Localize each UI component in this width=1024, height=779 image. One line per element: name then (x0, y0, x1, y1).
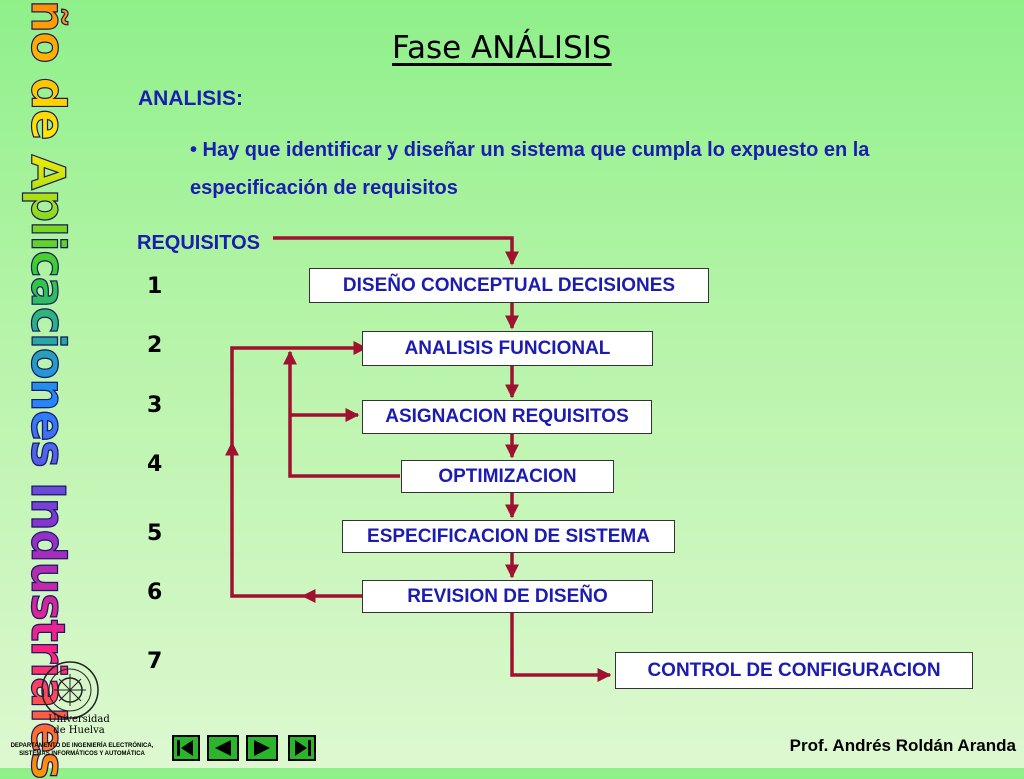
analisis-bullet: • Hay que identificar y diseñar un siste… (190, 139, 870, 199)
step-box-especificacion-sistema: ESPECIFICACION DE SISTEMA (342, 520, 675, 553)
step-number: 6 (147, 580, 163, 605)
arrow-6-to-7 (510, 613, 612, 682)
step-box-control-configuracion: CONTROL DE CONFIGURACION (615, 652, 973, 689)
next-slide-button[interactable] (246, 735, 278, 761)
step-number: 3 (147, 393, 163, 418)
last-slide-icon (295, 740, 311, 756)
first-slide-icon (177, 740, 193, 756)
step-box-revision-diseno: REVISION DE DISEÑO (362, 580, 653, 613)
university-seal-icon (41, 661, 99, 719)
next-slide-icon (254, 740, 270, 756)
author-name: Prof. Andrés Roldán Aranda (789, 736, 1016, 755)
arrow-requisitos-to-1 (273, 236, 519, 266)
feedback-4-to-2 (283, 350, 400, 478)
step-box-asignacion-requisitos: ASIGNACION REQUISITOS (362, 400, 652, 434)
university-name: Universidad de Huelva (48, 714, 110, 736)
feedback-6-up (225, 441, 303, 598)
step-number: 4 (147, 452, 163, 477)
analisis-heading: ANALISIS: (138, 87, 243, 110)
department-name: DEPARTAMENTO DE INGENIERÍA ELECTRÓNICA, … (10, 743, 154, 757)
step-number: 5 (147, 521, 163, 546)
step-box-analisis-funcional: ANALISIS FUNCIONAL (362, 331, 653, 366)
previous-slide-icon (215, 740, 231, 756)
slide-title: Fase ANÁLISIS (392, 30, 612, 66)
feedback-6-to-2 (230, 341, 368, 443)
first-slide-button[interactable] (172, 735, 200, 761)
step-number: 1 (147, 274, 163, 299)
previous-slide-button[interactable] (207, 735, 239, 761)
last-slide-button[interactable] (288, 735, 316, 761)
requisitos-label: REQUISITOS (137, 232, 260, 254)
step-number: 7 (147, 649, 163, 674)
step-number: 2 (147, 333, 163, 358)
step-box-diseno-conceptual: DISEÑO CONCEPTUAL DECISIONES (309, 268, 709, 303)
step-box-optimizacion: OPTIMIZACION (401, 460, 614, 493)
